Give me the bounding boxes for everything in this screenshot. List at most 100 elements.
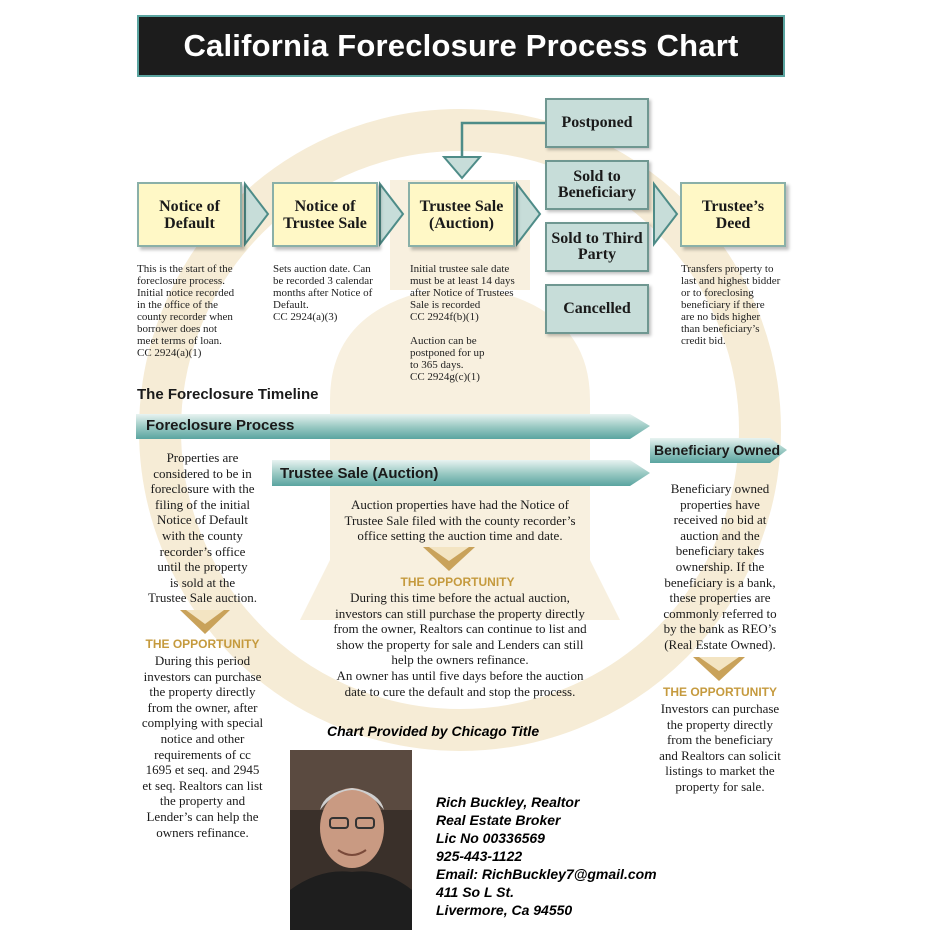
text-line: complying with special	[141, 715, 264, 731]
timeline-heading: The Foreclosure Timeline	[137, 386, 319, 403]
contact-name: Rich Buckley, Realtor	[436, 794, 580, 810]
right-column-text: Beneficiary owned properties have receiv…	[640, 481, 800, 653]
text-line: ownership. If the	[675, 558, 765, 574]
text-line: requirements of cc	[154, 746, 251, 762]
text-line: 1695 et seq. and 2945	[145, 762, 260, 778]
text-line: et seq. Realtors can list	[142, 777, 263, 793]
desc-line: Initial trustee sale date	[410, 263, 510, 275]
page-title: California Foreclosure Process Chart	[183, 28, 739, 63]
text-line: these properties are	[669, 590, 771, 606]
text-line: notice and other	[160, 730, 245, 746]
desc-line: in the office of the	[137, 299, 219, 311]
text-line: Trustee Sale auction.	[148, 590, 257, 606]
desc-line: must be at least 14 days	[410, 275, 515, 287]
desc-line: Auction can be	[410, 335, 477, 347]
middle-column-text: Auction properties have had the Notice o…	[300, 497, 620, 544]
desc-line: postponed for up	[410, 347, 485, 359]
text-line: beneficiary is a bank,	[664, 574, 776, 590]
contact-title: Real Estate Broker	[436, 812, 561, 828]
step-label: Trustee Sale (Auction)	[419, 197, 504, 232]
middle-opportunity-heading: THE OPPORTUNITY	[400, 575, 515, 589]
desc-line: foreclosure process.	[137, 275, 225, 287]
text-line: recorder’s office	[159, 543, 246, 559]
text-line: until the property	[157, 559, 248, 575]
desc-line: CC 2924f(b)(1)	[410, 311, 479, 323]
text-line: investors can still purchase the propert…	[335, 605, 585, 621]
text-line: office setting the auction time and date…	[357, 528, 563, 544]
outcome-label: Postponed	[561, 114, 633, 131]
chevron-right-icon	[379, 181, 405, 247]
text-line: filing of the initial	[155, 496, 250, 512]
left-column-text: Properties are considered to be in forec…	[130, 450, 275, 606]
left-opportunity-text: During this period investors can purchas…	[120, 653, 285, 840]
band-label-trustee-sale: Trustee Sale (Auction)	[280, 465, 439, 482]
text-line: foreclosure with the	[150, 481, 255, 497]
outcome-sold-to-third-party: Sold to Third Party	[545, 222, 649, 272]
text-line: Properties are	[166, 450, 239, 465]
text-line: date to cure the default and stop the pr…	[344, 683, 576, 699]
desc-line: CC 2924(a)(1)	[137, 347, 202, 359]
text-line: the property and	[159, 793, 246, 809]
desc-notice-of-default: This is the start of the foreclosure pro…	[137, 263, 267, 359]
desc-trustees-deed: Transfers property to last and highest b…	[681, 263, 811, 347]
desc-line: county recorder when	[137, 311, 233, 323]
outcome-postponed: Postponed	[545, 98, 649, 148]
middle-opportunity-text: During this time before the actual aucti…	[290, 590, 630, 699]
step-notice-of-trustee-sale: Notice of Trustee Sale	[272, 182, 378, 247]
step-notice-of-default: Notice of Default	[137, 182, 242, 247]
text-line: Notice of Default	[157, 512, 248, 528]
desc-line: meet terms of loan.	[137, 335, 222, 347]
band-trustee-sale	[272, 460, 650, 486]
desc-line: after Notice of Trustees	[410, 287, 514, 299]
right-opportunity-text: Investors can purchase the property dire…	[635, 701, 805, 795]
step-label: Notice of Default	[159, 197, 220, 232]
realtor-photo	[290, 750, 412, 930]
text-line: commonly referred to	[663, 605, 777, 621]
desc-line: than beneficiary’s	[681, 323, 760, 335]
outcome-label: Sold to Third Party	[551, 230, 643, 263]
band-foreclosure-process	[136, 414, 650, 439]
desc-line: CC 2924g(c)(1)	[410, 371, 480, 383]
text-line: from the owner, Realtors can continue to…	[333, 621, 587, 637]
chart-credit: Chart Provided by Chicago Title	[327, 723, 540, 739]
text-line: auction and the	[680, 527, 760, 543]
desc-line: Sale is recorded	[410, 299, 481, 311]
text-line: properties have	[680, 496, 760, 512]
outcome-label: Cancelled	[563, 300, 631, 317]
text-line: Trustee Sale filed with the county recor…	[344, 512, 576, 528]
band-label-beneficiary-owned: Beneficiary Owned	[654, 442, 781, 458]
desc-line: months after Notice of	[273, 287, 373, 299]
text-line: help the owners refinance.	[391, 652, 529, 668]
chevron-right-icon	[653, 181, 679, 247]
step-label: Notice of Trustee Sale	[283, 197, 367, 232]
text-line: beneficiary takes	[675, 543, 765, 559]
text-line: the property directly	[149, 684, 256, 700]
desc-line: be recorded 3 calendar	[273, 275, 373, 287]
text-line: Beneficiary owned	[670, 481, 770, 496]
desc-line: last and highest bidder	[681, 275, 781, 287]
contact-city: Livermore, Ca 94550	[436, 902, 573, 918]
title-bar: California Foreclosure Process Chart	[137, 15, 785, 77]
text-line: the property directly	[666, 716, 774, 732]
text-line: Investors can purchase	[660, 701, 780, 716]
desc-notice-of-trustee-sale: Sets auction date. Can be recorded 3 cal…	[273, 263, 403, 323]
outcome-label: Sold to Beneficiary	[557, 168, 637, 201]
text-line: is sold at the	[169, 574, 236, 590]
desc-line: Sets auction date. Can	[273, 263, 371, 275]
chevron-right-icon	[516, 181, 542, 247]
text-line: by the bank as REO’s	[663, 621, 777, 637]
contact-license: Lic No 00336569	[436, 830, 545, 846]
step-label: Trustee’s Deed	[701, 197, 765, 232]
text-line: Lender’s can help the	[146, 808, 259, 824]
flow-connectors	[244, 121, 679, 247]
desc-trustee-sale: Initial trustee sale date must be at lea…	[410, 263, 540, 383]
contact-info: Rich Buckley, Realtor Real Estate Broker…	[436, 793, 657, 919]
text-line: from the beneficiary	[666, 732, 774, 748]
text-line: investors can purchase	[143, 668, 262, 684]
contact-street: 411 So L St.	[436, 884, 515, 900]
contact-phone: 925-443-1122	[436, 848, 523, 864]
contact-email: Email: RichBuckley7@gmail.com	[436, 866, 657, 882]
down-arrow-icon	[441, 156, 483, 180]
text-line: During this time before the actual aucti…	[350, 590, 570, 605]
text-line: with the county	[162, 527, 243, 543]
